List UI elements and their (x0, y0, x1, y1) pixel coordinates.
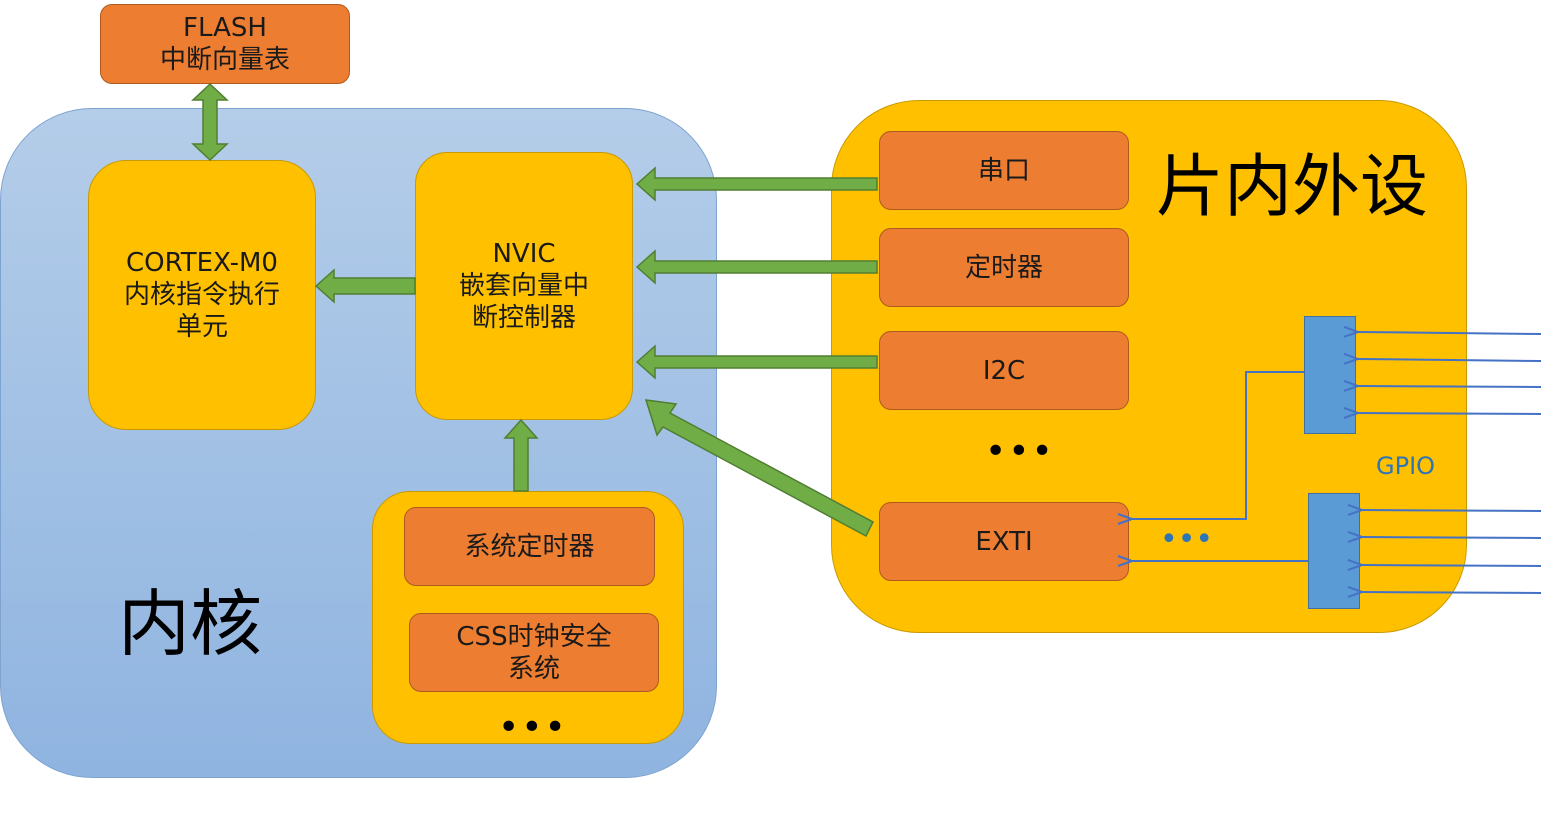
uart-to-nvic-arrow (635, 166, 878, 202)
css-box: CSS时钟安全 系统 (409, 613, 659, 692)
flash-label: FLASH (183, 13, 267, 43)
systick-box: 系统定时器 (404, 507, 655, 586)
nvic-box: NVIC 嵌套向量中 断控制器 (415, 152, 633, 420)
gpio1-input-line (1358, 386, 1541, 387)
cortex-line2: 内核指令执行 (123, 280, 280, 310)
nvic-to-cortex-arrow (314, 268, 416, 304)
gpio1-input-line (1358, 413, 1541, 414)
timer-label: 定时器 (964, 252, 1043, 283)
exti-box: EXTI (879, 502, 1129, 581)
nvic-line3: 断控制器 (471, 303, 576, 333)
nvic-line2: 嵌套向量中 (458, 271, 589, 301)
cortex-line1: CORTEX-M0 (126, 248, 278, 278)
i2c-to-nvic-arrow (635, 344, 878, 380)
exti-label: EXTI (975, 526, 1033, 557)
gpio1-input-line (1358, 359, 1541, 361)
gpio1-input-line (1358, 332, 1541, 334)
gpio2-input-line (1362, 510, 1541, 511)
css-line2: 系统 (507, 653, 560, 684)
cortex-m0-box: CORTEX-M0 内核指令执行 单元 (88, 160, 316, 430)
flash-vector-table-label: 中断向量表 (159, 45, 290, 75)
nvic-line1: NVIC (492, 239, 556, 269)
uart-label: 串口 (977, 155, 1030, 186)
i2c-box: I2C (879, 331, 1129, 410)
flash-cortex-double-arrow (191, 82, 229, 162)
cortex-line3: 单元 (175, 312, 228, 342)
exti-inputs-ellipsis: ••• (1160, 522, 1214, 557)
systick-label: 系统定时器 (464, 531, 595, 562)
gpio-label: GPIO (1376, 452, 1436, 480)
gpio1-to-exti-line (1132, 371, 1304, 519)
gpio2-input-line (1362, 565, 1541, 566)
peripherals-title: 片内外设 (1156, 148, 1429, 227)
timer-box: 定时器 (879, 228, 1129, 307)
flash-box: FLASH 中断向量表 (100, 4, 350, 84)
uart-box: 串口 (879, 131, 1129, 210)
core-title: 内核 (118, 582, 263, 666)
core-group-to-nvic-arrow (503, 418, 539, 492)
exti-to-nvic-arrow (644, 399, 874, 538)
gpio2-input-line (1362, 537, 1541, 538)
timer-to-nvic-arrow (635, 249, 878, 285)
i2c-label: I2C (982, 355, 1026, 386)
css-line1: CSS时钟安全 (456, 621, 612, 652)
gpio2-input-line (1362, 592, 1541, 593)
